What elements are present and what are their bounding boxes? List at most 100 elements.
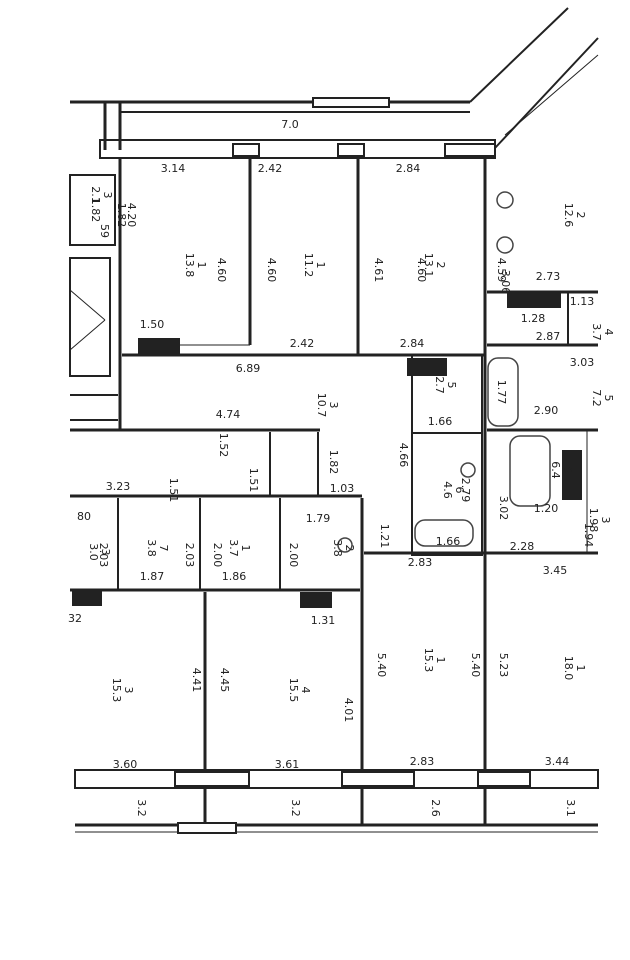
dimension-h-21: 2.87 (536, 330, 561, 343)
dimension-h-8: 4.74 (216, 408, 241, 421)
radiator-2 (507, 292, 561, 308)
room-area-11: 3.7 (227, 539, 240, 557)
radiator-3 (407, 358, 447, 376)
bathtub-1 (487, 357, 519, 427)
dimension-h-26: 3.60 (113, 758, 138, 771)
dimension-v-18: 1.21 (378, 524, 391, 549)
left-stair-line-2 (69, 319, 106, 351)
dimension-v-16: 2.00 (211, 543, 224, 568)
window-bottom-3 (477, 771, 531, 787)
dimension-h-15: 2.83 (408, 556, 433, 569)
bathtub-3 (414, 519, 474, 547)
window-top-3 (337, 143, 365, 157)
dimension-h-19: 1.13 (570, 295, 595, 308)
radiator-1 (138, 338, 180, 354)
dimension-v-29: 3.1 (564, 799, 577, 817)
dimension-h-1: 3.14 (161, 162, 186, 175)
room-number-8: 6 (453, 487, 466, 494)
dimension-v-15: 2.03 (183, 543, 196, 568)
dimension-v-5: 4.59 (495, 258, 508, 283)
dimension-v-23: 4.41 (190, 668, 203, 693)
dimension-h-12: 1.86 (222, 570, 247, 583)
dimension-h-28: 2.83 (410, 755, 435, 768)
room-number-7: 5 (602, 395, 615, 402)
room-number-4: 3 (327, 402, 340, 409)
room-area-2: 13.1 (422, 253, 435, 278)
windows (174, 97, 531, 834)
dimension-v-30: 2.79 (459, 478, 472, 503)
room-area-7: 7.2 (590, 389, 603, 407)
window-top-4 (444, 143, 496, 157)
dimension-h-20: 1.28 (521, 312, 546, 325)
dimension-h-10: 1.03 (330, 482, 355, 495)
dimension-v-7: 1.77 (495, 380, 508, 405)
room-number-11: 1 (239, 545, 252, 552)
room-area-9: 6.4 (549, 461, 562, 479)
room-area-17: 18.0 (562, 656, 575, 681)
dimension-h-9: 3.23 (106, 480, 131, 493)
room-number-9: 6 (561, 467, 574, 474)
toilet-1 (460, 462, 476, 478)
room-area-4: 10.7 (315, 393, 328, 418)
radiator-4 (562, 450, 582, 500)
room-number-0: 1 (195, 262, 208, 269)
radiators (72, 292, 582, 608)
diagonal-wall-inner (494, 37, 599, 149)
dimension-h-5: 2.84 (400, 337, 425, 350)
room-number-18: 3 (599, 517, 612, 524)
room-number-16: 1 (434, 657, 447, 664)
room-number-15: 4 (299, 687, 312, 694)
dimension-h-4: 2.42 (290, 337, 315, 350)
dimension-h-22: 3.03 (570, 356, 595, 369)
left-stair-line-1 (69, 289, 106, 321)
room-number-1: 1 (314, 262, 327, 269)
dimension-v-28: 2.6 (429, 799, 442, 817)
room-area-0: 13.8 (183, 253, 196, 278)
dimension-h-14: 1.31 (311, 614, 336, 627)
dimension-v-32: 59 (98, 224, 111, 238)
room-area-1: 11.2 (302, 253, 315, 278)
room-area-12: 3.8 (331, 539, 344, 557)
fixtures (337, 191, 551, 553)
dimension-v-31: 1.82 (115, 203, 128, 228)
dimension-h-3: 2.84 (396, 162, 421, 175)
dimension-h-30: 1.20 (534, 502, 559, 515)
room-number-19: 3 (101, 192, 114, 199)
room-number-17: 1 (574, 665, 587, 672)
dimension-v-27: 3.2 (289, 799, 302, 817)
dimension-h-27: 3.61 (275, 758, 300, 771)
dimension-v-14: 2.03 (97, 543, 110, 568)
window-bottom-4 (177, 822, 237, 834)
window-top-1 (312, 97, 390, 108)
dimension-h-0: 7.0 (281, 118, 299, 131)
room-area-3: 12.6 (562, 203, 575, 228)
dimension-v-19: 3.02 (497, 496, 510, 521)
dimension-v-9: 1.82 (89, 198, 102, 223)
diagonal-wall-outer (469, 7, 569, 103)
dimension-v-10: 1.52 (217, 433, 230, 458)
room-number-13: 3 (99, 549, 112, 556)
dimension-h-2: 2.42 (258, 162, 283, 175)
room-area-15: 15.5 (287, 678, 300, 703)
dimension-h-18: 2.73 (536, 270, 561, 283)
room-area-10: 3.8 (145, 539, 158, 557)
dimension-h-31: 32 (68, 612, 82, 625)
left-small-box (69, 174, 116, 246)
room-area-8: 4.6 (441, 481, 454, 499)
dimension-v-2: 4.60 (265, 258, 278, 283)
dimension-v-13: 1.82 (327, 450, 340, 475)
room-number-14: 3 (122, 687, 135, 694)
dimension-v-21: 5.40 (469, 653, 482, 678)
dimension-h-25: 3.45 (543, 564, 568, 577)
room-area-16: 15.3 (422, 648, 435, 673)
room-number-12: 2 (343, 545, 356, 552)
room-number-6: 5 (445, 382, 458, 389)
dimension-v-6: 3.06 (499, 270, 512, 295)
room-number-2: 2 (434, 262, 447, 269)
dimension-h-16: 1.66 (428, 415, 453, 428)
radiator-5 (72, 590, 102, 606)
room-area-14: 15.3 (110, 678, 123, 703)
